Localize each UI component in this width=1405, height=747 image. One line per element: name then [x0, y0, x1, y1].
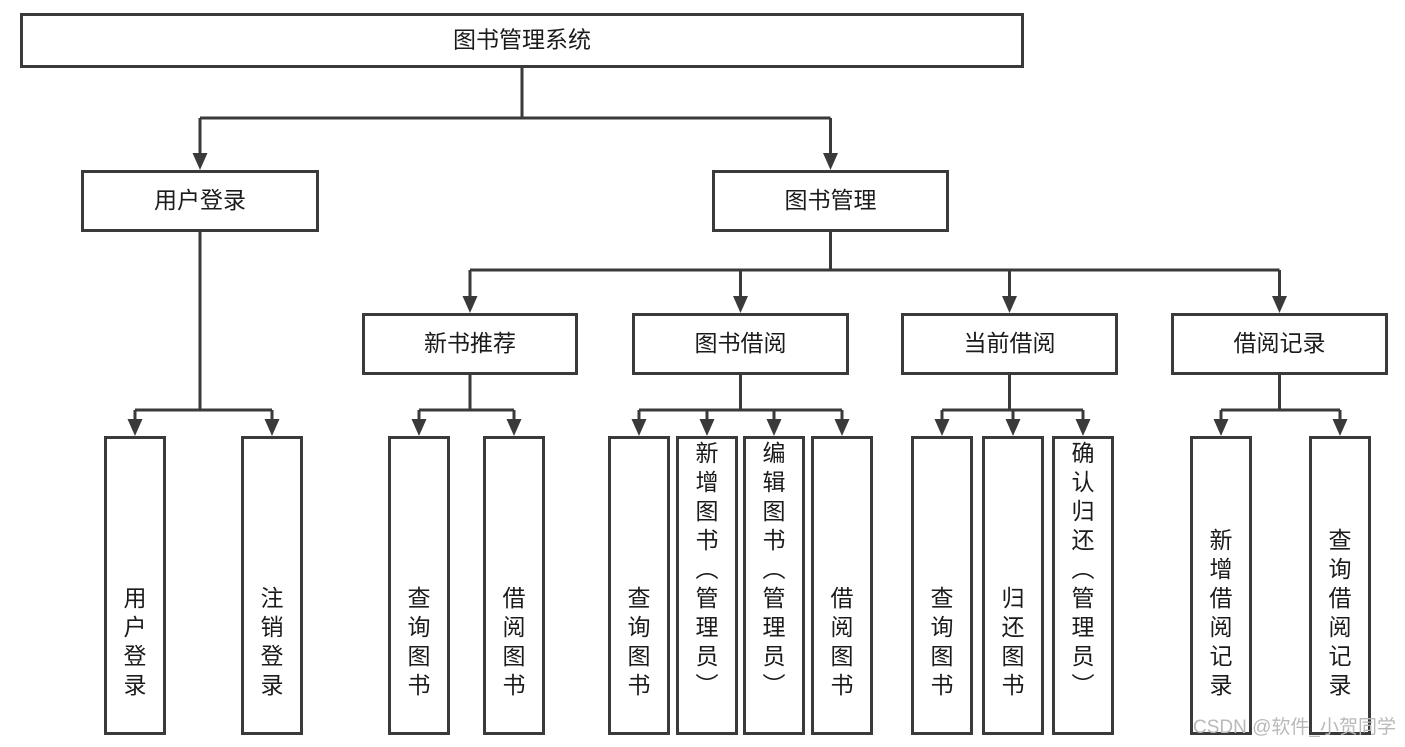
node-records[interactable]: 借阅记录: [1171, 313, 1388, 375]
arrow-head-icon: [506, 419, 522, 436]
node-label: 图书借阅: [695, 330, 787, 356]
node-leaf9[interactable]: 查询图书: [911, 436, 973, 735]
arrow-head-icon: [127, 419, 143, 436]
node-box: [241, 436, 303, 735]
arrow-head-icon: [1272, 296, 1287, 313]
arrow-head-icon: [766, 419, 782, 436]
node-login[interactable]: 用户登录: [81, 170, 319, 232]
node-box: [104, 436, 166, 735]
node-leaf8[interactable]: 借阅图书: [811, 436, 873, 735]
node-box: [362, 313, 578, 375]
node-box: [632, 313, 849, 375]
node-label: 归还图书: [1002, 585, 1025, 698]
node-leaf7[interactable]: 编辑图书︵管理员︶: [743, 436, 805, 735]
node-box: [911, 436, 973, 735]
arrow-head-icon: [1075, 419, 1091, 436]
node-box: [1190, 436, 1252, 735]
node-label: 借阅图书: [831, 585, 854, 698]
node-leaf6[interactable]: 新增图书︵管理员︶: [676, 436, 738, 735]
node-leaf10[interactable]: 归还图书: [982, 436, 1044, 735]
node-layer: 图书管理系统用户登录图书管理新书推荐图书借阅当前借阅借阅记录用户登录注销登录查询…: [20, 13, 1388, 735]
node-current[interactable]: 当前借阅: [901, 313, 1118, 375]
node-box: [811, 436, 873, 735]
node-borrow[interactable]: 图书借阅: [632, 313, 849, 375]
arrow-head-icon: [631, 419, 647, 436]
node-bookmgmt[interactable]: 图书管理: [712, 170, 949, 232]
node-label: 借阅图书: [503, 585, 526, 698]
node-box: [1171, 313, 1388, 375]
arrow-head-icon: [823, 153, 838, 170]
connector-layer: [127, 68, 1348, 436]
node-box: [712, 170, 949, 232]
node-label: 新增图书︵管理员︶: [696, 440, 719, 698]
arrow-head-icon: [1332, 419, 1348, 436]
arrow-head-icon: [264, 419, 280, 436]
arrow-head-icon: [934, 419, 950, 436]
node-label: 查询图书: [408, 585, 431, 698]
arrow-head-icon: [192, 153, 208, 170]
node-box: [483, 436, 545, 735]
arrow-head-icon: [733, 296, 748, 313]
arrow-head-icon: [834, 419, 850, 436]
node-box: [81, 170, 319, 232]
node-leaf4[interactable]: 借阅图书: [483, 436, 545, 735]
node-leaf12[interactable]: 新增借阅记录: [1190, 436, 1252, 735]
node-label: 图书管理: [785, 187, 877, 213]
node-label: 借阅记录: [1234, 330, 1326, 356]
node-leaf13[interactable]: 查询借阅记录: [1309, 436, 1371, 735]
csdn-watermark: CSDN @软件_小贺同学: [1193, 716, 1396, 738]
arrow-head-icon: [699, 419, 715, 436]
node-label: 查询图书: [931, 585, 954, 698]
node-box: [20, 13, 1024, 68]
node-box: [676, 436, 738, 735]
node-box: [901, 313, 1118, 375]
node-label: 注销登录: [261, 585, 284, 698]
node-label: 用户登录: [154, 187, 246, 213]
arrow-head-icon: [1213, 419, 1229, 436]
node-leaf11[interactable]: 确认归还︵管理员︶: [1052, 436, 1114, 735]
node-box: [608, 436, 670, 735]
node-root[interactable]: 图书管理系统: [20, 13, 1024, 68]
node-label: 编辑图书︵管理员︶: [763, 440, 786, 698]
node-label: 当前借阅: [964, 330, 1056, 356]
node-label: 新书推荐: [424, 330, 516, 356]
node-label: 查询借阅记录: [1329, 527, 1352, 698]
arrow-head-icon: [411, 419, 427, 436]
node-leaf2[interactable]: 注销登录: [241, 436, 303, 735]
arrow-head-icon: [1005, 419, 1021, 436]
node-leaf5[interactable]: 查询图书: [608, 436, 670, 735]
node-leaf1[interactable]: 用户登录: [104, 436, 166, 735]
arrow-head-icon: [462, 296, 478, 313]
node-label: 查询图书: [628, 585, 651, 698]
node-box: [1052, 436, 1114, 735]
node-label: 用户登录: [124, 585, 147, 698]
node-box: [388, 436, 450, 735]
node-label: 新增借阅记录: [1210, 527, 1233, 698]
node-box: [982, 436, 1044, 735]
node-box: [743, 436, 805, 735]
node-label: 确认归还︵管理员︶: [1072, 440, 1095, 698]
arrow-head-icon: [1002, 296, 1017, 313]
node-newbook[interactable]: 新书推荐: [362, 313, 578, 375]
node-label: 图书管理系统: [453, 27, 591, 53]
node-leaf3[interactable]: 查询图书: [388, 436, 450, 735]
node-box: [1309, 436, 1371, 735]
